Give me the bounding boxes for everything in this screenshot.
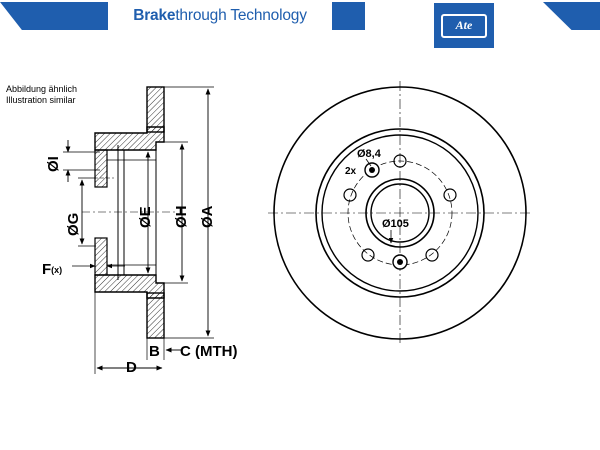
locating-hole-bottom-core [397,259,403,265]
dim-E-label: ØE [137,206,154,228]
hole-dia-label: Ø8,4 [357,148,382,160]
header-banner: Brakethrough Technology [0,0,600,32]
friction-ring-bottom [146,292,165,339]
dim-G-label: ØG [65,213,82,236]
front-view: Ø8,4 2x Ø105 [268,81,532,345]
friction-ring-top [146,86,165,133]
locating-hole-top-core [369,167,375,173]
hat-top [94,126,165,151]
banner-title: Brakethrough Technology [133,7,307,25]
hub-face-bottom [94,237,108,276]
banner-title-rest: through Technology [175,7,307,24]
hole-dia-leader [365,158,372,167]
hole-count-label: 2x [345,166,357,177]
dim-F-sup: (x) [51,265,62,275]
dim-F-label: F(x) [42,261,62,278]
bolt-hole-lower-right [425,248,439,262]
dim-B-label: B [149,343,160,360]
hub-face-top [94,149,108,188]
bolt-hole-lower-left [361,248,375,262]
dim-D-label: D [126,359,137,376]
section-view: ØI ØG ØE ØH ØA F(x) B C (MTH) D [42,86,237,376]
dim-H-label: ØH [173,206,190,229]
banner-title-bold: Brake [133,7,176,24]
note-english: Illustration similar [6,95,76,105]
hat-bottom [94,274,165,299]
dim-F-letter: F [42,261,51,278]
ate-logo: Ate [434,3,494,48]
bolt-hole-top [393,154,407,168]
bolt-hole-upper-left [343,188,357,202]
note-german: Abbildung ähnlich [6,84,78,94]
dim-I-label: ØI [45,156,62,172]
ate-logo-text: Ate [441,13,487,38]
dim-A-label: ØA [199,205,216,228]
bolt-hole-upper-right [443,188,457,202]
banner-title-box: Brakethrough Technology [108,2,332,30]
pcd-label: Ø105 [382,218,409,230]
dim-C-label: C (MTH) [180,343,237,360]
